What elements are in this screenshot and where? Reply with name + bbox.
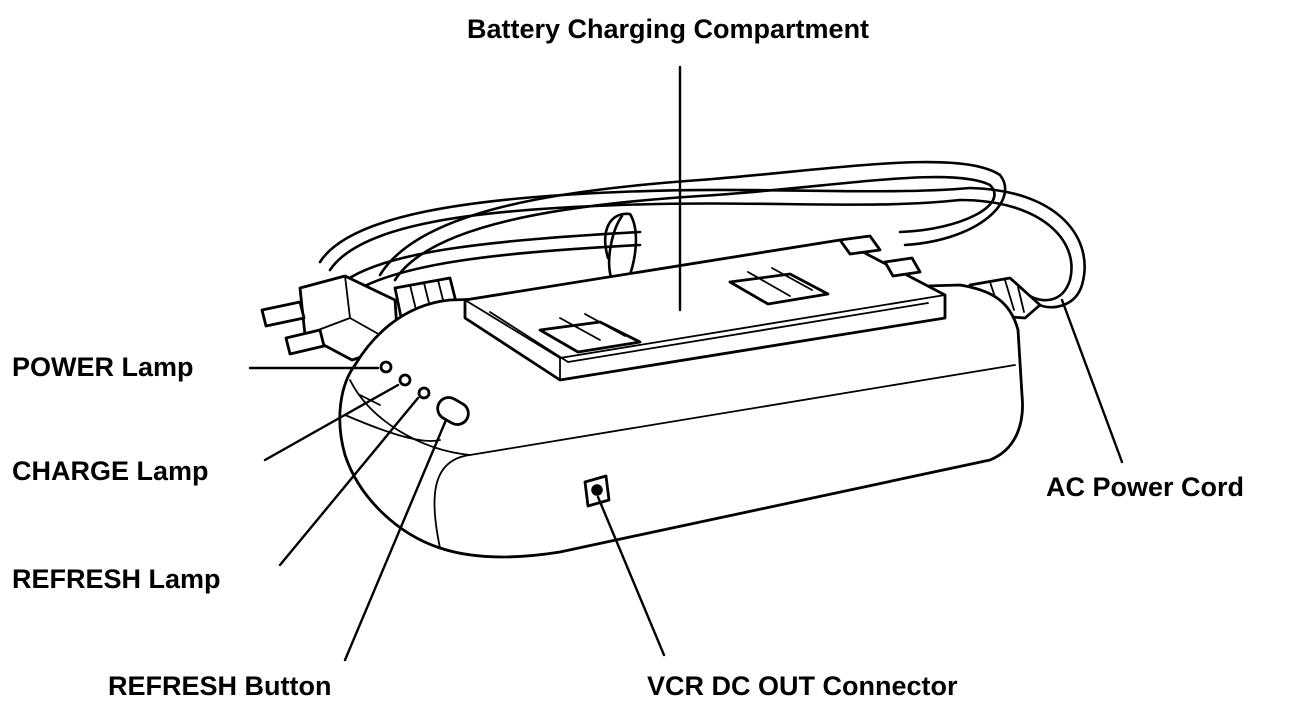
leader-refresh-lamp (278, 396, 420, 567)
leader-lines (248, 65, 1124, 662)
battery-compartment-label: Battery Charging Compartment (467, 14, 870, 44)
vcr-dc-out-jack (583, 474, 611, 508)
cord-tie (603, 212, 638, 282)
charger-housing (338, 283, 1024, 559)
refresh-button-label: REFRESH Button (108, 671, 332, 701)
vcr-dc-out-label: VCR DC OUT Connector (647, 671, 958, 701)
refresh-lamp-label: REFRESH Lamp (12, 564, 221, 594)
front-panel (379, 360, 470, 426)
leader-vcr-dc-out (596, 495, 666, 657)
power-lamp-indicator (379, 360, 393, 374)
charge-lamp-indicator (398, 373, 412, 387)
battery-compartment-tray (463, 234, 947, 382)
ac-power-cord-label: AC Power Cord (1046, 472, 1245, 502)
charge-lamp-label: CHARGE Lamp (12, 456, 209, 486)
refresh-lamp-indicator (417, 386, 431, 400)
leader-charge-lamp (263, 383, 400, 462)
power-lamp-label: POWER Lamp (12, 352, 194, 382)
leader-ac-power-cord (1060, 298, 1124, 464)
refresh-button-shape (436, 396, 470, 426)
leader-refresh-button (343, 418, 448, 662)
